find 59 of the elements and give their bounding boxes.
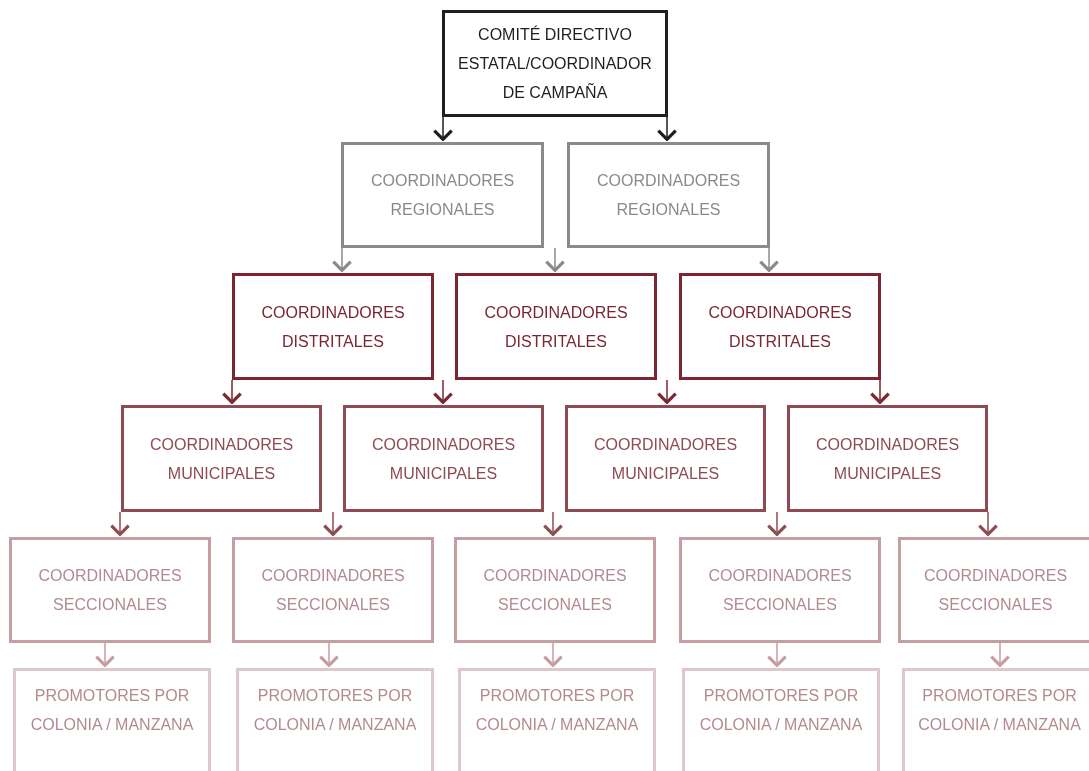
org-box xyxy=(679,273,881,380)
org-box xyxy=(898,537,1089,643)
role-label: PROMOTORES POR COLONIA / MANZANA xyxy=(698,685,864,735)
org-box xyxy=(13,668,211,771)
chevron-arrow xyxy=(318,642,340,667)
org-box xyxy=(232,273,434,380)
chevron-arrow xyxy=(758,247,780,272)
chevron-arrow xyxy=(432,379,454,404)
role-label: COORDINADORES REGIONALES xyxy=(369,171,516,220)
chevron-arrow xyxy=(542,511,564,536)
chevron-arrow xyxy=(766,511,788,536)
org-box xyxy=(442,10,668,117)
role-label: COORDINADORES DISTRITALES xyxy=(707,302,853,352)
chevron-arrow xyxy=(322,511,344,536)
org-box xyxy=(343,405,544,512)
role-label: COORDINADORES DISTRITALES xyxy=(483,302,629,352)
role-label: COORDINADORES SECCIONALES xyxy=(922,566,1069,615)
org-box xyxy=(902,668,1089,771)
chevron-arrow xyxy=(432,116,454,141)
chevron-arrow xyxy=(977,511,999,536)
org-box xyxy=(236,668,434,771)
org-box xyxy=(121,405,322,512)
role-label: COORDINADORES SECCIONALES xyxy=(482,566,628,615)
chevron-arrow xyxy=(656,379,678,404)
org-box xyxy=(565,405,766,512)
role-label: COORDINADORES REGIONALES xyxy=(595,171,742,220)
role-label: PROMOTORES POR COLONIA / MANZANA xyxy=(252,685,418,735)
chevron-arrow xyxy=(94,642,116,667)
role-label: PROMOTORES POR COLONIA / MANZANA xyxy=(29,685,195,735)
org-box xyxy=(232,537,434,643)
role-label: COORDINADORES SECCIONALES xyxy=(260,566,406,615)
org-box xyxy=(455,273,657,380)
chevron-arrow xyxy=(869,379,891,404)
org-box xyxy=(454,537,656,643)
chevron-arrow xyxy=(221,379,243,404)
org-box xyxy=(567,142,770,248)
role-label: PROMOTORES POR COLONIA / MANZANA xyxy=(917,685,1082,735)
org-box xyxy=(341,142,544,248)
role-label: COORDINADORES SECCIONALES xyxy=(707,566,853,615)
role-label: PROMOTORES POR COLONIA / MANZANA xyxy=(474,685,640,735)
org-box xyxy=(787,405,988,512)
role-label: COORDINADORES DISTRITALES xyxy=(260,302,406,352)
chevron-arrow xyxy=(989,642,1011,667)
org-box xyxy=(682,668,880,771)
chevron-arrow xyxy=(109,511,131,536)
role-label: COMITÉ DIRECTIVO ESTATAL/COORDINADOR DE CAMPAÑA xyxy=(457,24,653,103)
chevron-arrow xyxy=(656,116,678,141)
role-label: COORDINADORES MUNICIPALES xyxy=(592,434,739,484)
org-box xyxy=(9,537,211,643)
chevron-arrow xyxy=(766,642,788,667)
role-label: COORDINADORES SECCIONALES xyxy=(37,566,183,615)
role-label: COORDINADORES MUNICIPALES xyxy=(148,434,295,484)
chevron-arrow xyxy=(542,642,564,667)
org-box xyxy=(679,537,881,643)
org-box xyxy=(458,668,656,771)
chevron-arrow xyxy=(331,247,353,272)
role-label: COORDINADORES MUNICIPALES xyxy=(814,434,961,484)
chevron-arrow xyxy=(544,247,566,272)
role-label: COORDINADORES MUNICIPALES xyxy=(370,434,517,484)
